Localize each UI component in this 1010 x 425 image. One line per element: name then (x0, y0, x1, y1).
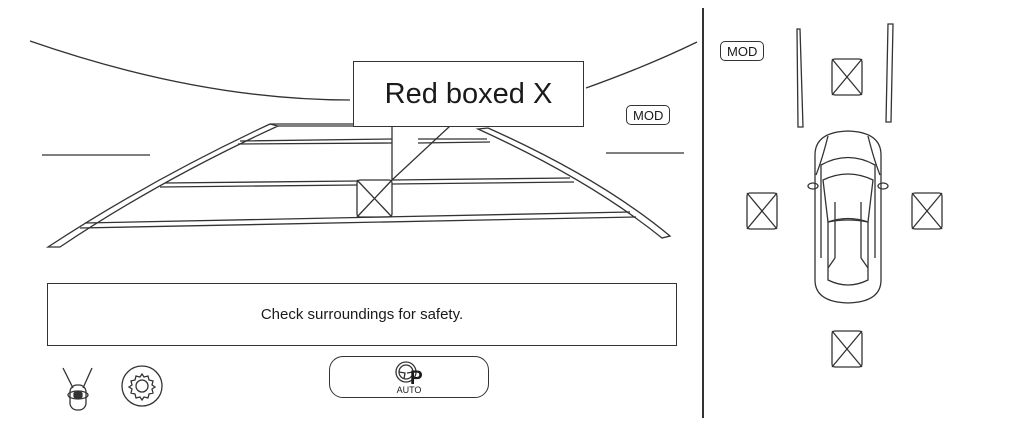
callout-text: Red boxed X (384, 77, 553, 110)
red-boxed-x-marker (356, 179, 393, 218)
distance-line-mid (164, 177, 571, 184)
car-camera-view-icon (62, 367, 93, 411)
gear-icon (121, 365, 163, 407)
marker-front (831, 58, 863, 96)
p-glyph: P (410, 368, 423, 386)
left-guide-line (45, 123, 280, 248)
settings-button[interactable] (120, 364, 164, 408)
camera-view-toggle-button[interactable] (58, 364, 98, 412)
mod-button-camera[interactable]: MOD (626, 105, 671, 125)
callout-label: Red boxed X (353, 61, 584, 127)
safety-message: Check surroundings for safety. (260, 306, 464, 323)
car-top-view-icon (807, 130, 889, 304)
panel-divider (702, 8, 704, 418)
distance-line-far (239, 138, 487, 142)
message-box: Check surroundings for safety. (47, 283, 677, 346)
marker-left (746, 192, 778, 230)
parking-line-right (885, 23, 894, 123)
callout-pointer (391, 125, 451, 182)
steering-wheel-p-icon: P (395, 361, 423, 386)
auto-park-button[interactable]: P AUTO (329, 356, 489, 398)
marker-rear (831, 330, 863, 368)
mod-button-top-view[interactable]: MOD (720, 41, 765, 61)
rear-bumper-arc-right (585, 41, 698, 89)
marker-right (911, 192, 943, 230)
rear-bumper-arc (29, 40, 351, 101)
parking-line-left (796, 28, 804, 128)
auto-label: AUTO (396, 385, 422, 395)
distance-line-near (84, 211, 631, 224)
right-guide-line (475, 127, 672, 239)
